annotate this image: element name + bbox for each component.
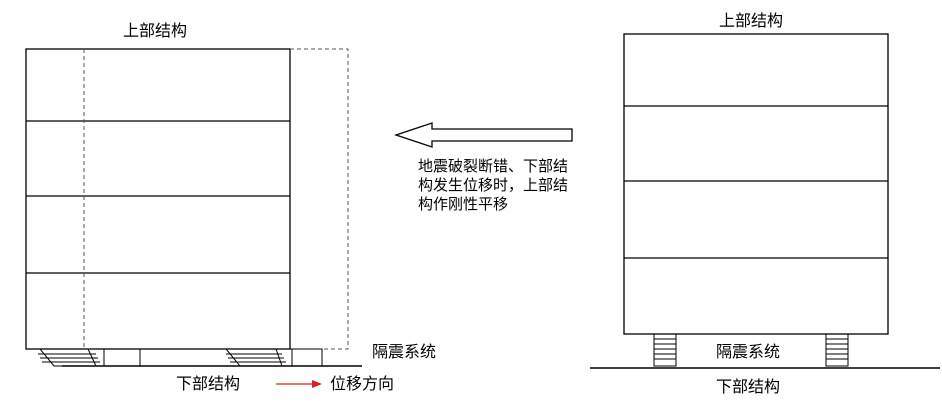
left-isolation-label: 隔震系统 (372, 342, 437, 361)
left-isolator-right (224, 348, 323, 367)
right-superstructure (623, 33, 889, 335)
left-displaced-outline (83, 48, 349, 350)
right-isolator-left (653, 333, 677, 367)
left-superstructure (25, 48, 291, 350)
right-top-label: 上部结构 (719, 11, 784, 30)
right-bottom-label: 下部结构 (716, 377, 781, 396)
legend-arrow-icon (276, 380, 322, 388)
right-isolator-right (825, 333, 849, 367)
left-bottom-label: 下部结构 (176, 374, 241, 393)
legend-text: 位移方向 (330, 374, 395, 393)
right-isolation-label: 隔震系统 (716, 342, 781, 361)
left-isolator-left (38, 348, 141, 367)
left-top-label: 上部结构 (123, 21, 188, 40)
annotation-note: 地震破裂断错、下部结构发生位移时，上部结构作刚性平移 (418, 157, 569, 213)
movement-arrow-icon (393, 122, 573, 148)
